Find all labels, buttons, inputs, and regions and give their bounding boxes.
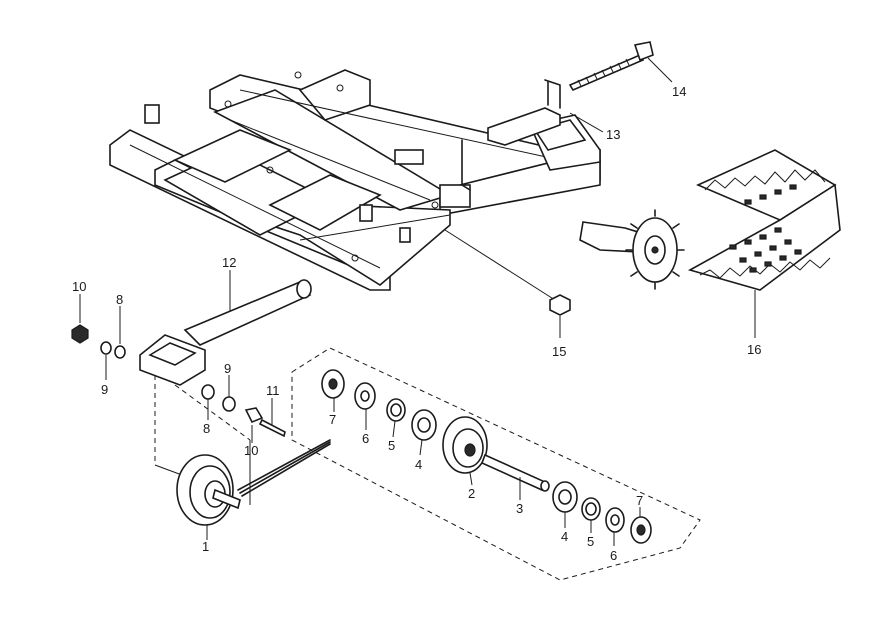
hardware-middle	[201, 375, 286, 443]
callout-7a: 7	[329, 412, 336, 427]
hardware-left	[71, 294, 126, 380]
callout-3: 3	[516, 501, 523, 516]
callout-9a: 9	[101, 382, 108, 397]
nut	[444, 229, 571, 338]
wheel-group-outline	[237, 347, 701, 581]
track-assembly	[579, 149, 841, 338]
callout-10a: 10	[72, 279, 86, 294]
callout-4a: 4	[415, 457, 422, 472]
callout-8b: 8	[203, 421, 210, 436]
callout-2: 2	[468, 486, 475, 501]
callout-14: 14	[672, 84, 686, 99]
callout-1: 1	[202, 539, 209, 554]
callout-labels: 1 2 3 4 4 5 5 6 6 7 7 8 8 9 9 10 10 11 1…	[72, 84, 761, 563]
callout-6b: 6	[610, 548, 617, 563]
callout-5b: 5	[587, 534, 594, 549]
callout-5a: 5	[388, 438, 395, 453]
callout-4b: 4	[561, 529, 568, 544]
callout-11: 11	[266, 383, 280, 398]
callout-15: 15	[552, 344, 566, 359]
callout-13: 13	[606, 127, 620, 142]
callout-9b: 9	[224, 361, 231, 376]
axle-arm	[139, 270, 312, 505]
adjuster-bolt	[568, 41, 673, 92]
callout-8a: 8	[116, 292, 123, 307]
callout-12: 12	[222, 255, 236, 270]
callout-6a: 6	[362, 431, 369, 446]
callout-10b: 10	[244, 443, 258, 458]
leader-lines	[333, 398, 641, 546]
callout-7b: 7	[636, 493, 643, 508]
callout-16: 16	[747, 342, 761, 357]
chassis-frame	[109, 69, 601, 291]
rear-bracket	[461, 79, 604, 191]
idler-wheel	[176, 454, 241, 540]
wheel-exploded-parts	[321, 369, 652, 544]
